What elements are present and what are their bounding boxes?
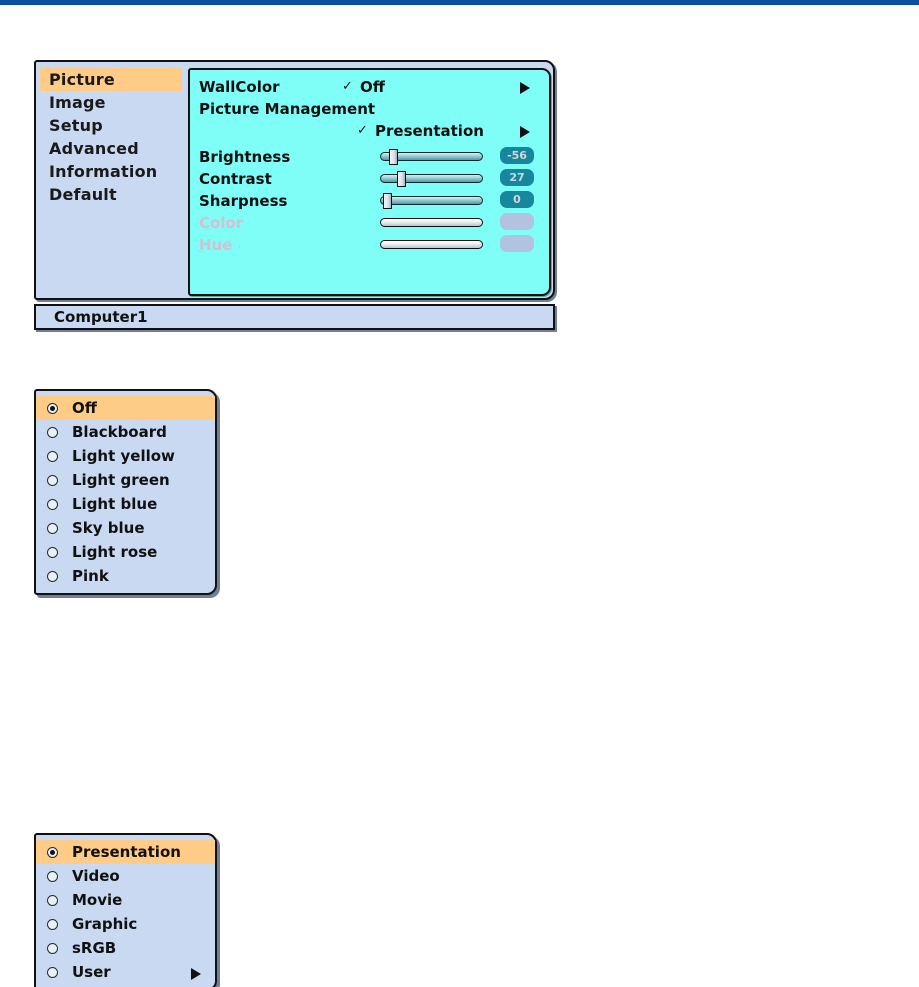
picture-management-option[interactable]: Graphic [36, 912, 215, 936]
submenu-arrow-icon[interactable] [520, 126, 530, 138]
sidebar-item-default[interactable]: Default [40, 183, 182, 206]
wallcolor-option[interactable]: Blackboard [36, 420, 215, 444]
radio-button-icon[interactable] [47, 895, 58, 906]
picture-management-option-label: Presentation [72, 843, 181, 861]
slider-thumb[interactable] [396, 171, 406, 187]
wallcolor-option[interactable]: Off [36, 396, 215, 420]
wallcolor-option-label: Blackboard [72, 423, 167, 441]
osd-row-label: Sharpness [199, 192, 288, 210]
wallcolor-option[interactable]: Light yellow [36, 444, 215, 468]
checkmark-icon: ✓ [342, 79, 353, 94]
radio-button-icon[interactable] [47, 499, 58, 510]
radio-button-icon[interactable] [47, 403, 58, 414]
submenu-arrow-icon[interactable] [191, 968, 201, 980]
picture-management-option-label: Graphic [72, 915, 138, 933]
osd-row-label: Contrast [199, 170, 272, 188]
checkmark-icon: ✓ [357, 123, 368, 138]
wallcolor-option[interactable]: Pink [36, 564, 215, 588]
radio-button-icon[interactable] [47, 451, 58, 462]
picture-management-option[interactable]: Video [36, 864, 215, 888]
slider-value-badge [500, 213, 534, 230]
osd-row-wallcolor[interactable]: WallColor ✓ Off [190, 76, 553, 98]
wallcolor-option-label: Light green [72, 471, 170, 489]
top-blue-rule [0, 0, 919, 5]
radio-button-icon[interactable] [47, 919, 58, 930]
slider-thumb[interactable] [389, 149, 399, 165]
slider-track[interactable] [380, 193, 483, 209]
wallcolor-option-label: Pink [72, 567, 109, 585]
slider-value-badge: 0 [500, 191, 534, 208]
sidebar-item-setup[interactable]: Setup [40, 114, 182, 137]
picture-management-option[interactable]: Movie [36, 888, 215, 912]
picture-management-option-label: Movie [72, 891, 123, 909]
sidebar-item-information[interactable]: Information [40, 160, 182, 183]
sidebar-item-label: Default [49, 185, 117, 204]
osd-row-sharpness[interactable]: Sharpness 0 [190, 190, 553, 212]
picture-management-option-label: Video [72, 867, 120, 885]
osd-row-value: Presentation [375, 122, 484, 140]
picture-management-option[interactable]: User [36, 960, 215, 984]
wallcolor-option-label: Off [72, 399, 97, 417]
osd-row-label: Color [199, 214, 244, 232]
slider-track [380, 218, 483, 227]
sidebar-item-label: Image [49, 93, 106, 112]
osd-row-label: Brightness [199, 148, 291, 166]
slider-track[interactable] [380, 149, 483, 165]
wallcolor-option-label: Light yellow [72, 447, 175, 465]
osd-status-bar: Computer1 [34, 304, 555, 330]
radio-button-icon[interactable] [47, 871, 58, 882]
osd-row-value: Off [360, 78, 385, 96]
slider-thumb[interactable] [382, 193, 392, 209]
sidebar-item-label: Advanced [49, 139, 139, 158]
wallcolor-option-label: Light rose [72, 543, 158, 561]
wallcolor-option[interactable]: Light green [36, 468, 215, 492]
picture-management-option-label: User [72, 963, 111, 981]
wallcolor-option[interactable]: Light rose [36, 540, 215, 564]
sidebar-item-image[interactable]: Image [40, 91, 182, 114]
slider-value-badge [500, 235, 534, 252]
wallcolor-option-label: Sky blue [72, 519, 145, 537]
osd-row-picture-mode[interactable]: ✓ Presentation [190, 120, 553, 142]
slider-track [380, 240, 483, 249]
picture-management-option-label: sRGB [72, 939, 117, 957]
radio-button-icon[interactable] [47, 967, 58, 978]
radio-button-icon[interactable] [47, 547, 58, 558]
radio-button-icon[interactable] [47, 571, 58, 582]
radio-button-icon[interactable] [47, 523, 58, 534]
wallcolor-option[interactable]: Light blue [36, 492, 215, 516]
radio-button-icon[interactable] [47, 943, 58, 954]
wallcolor-option[interactable]: Sky blue [36, 516, 215, 540]
status-source-label: Computer1 [54, 308, 148, 326]
wallcolor-option-label: Light blue [72, 495, 158, 513]
osd-row-label: Hue [199, 236, 233, 254]
osd-row-contrast[interactable]: Contrast 27 [190, 168, 553, 190]
slider-value-badge: -56 [500, 147, 534, 164]
sidebar-item-label: Picture [49, 70, 115, 89]
radio-button-icon[interactable] [47, 475, 58, 486]
sidebar-item-picture[interactable]: Picture [40, 68, 182, 91]
picture-management-option[interactable]: Presentation [36, 840, 215, 864]
radio-button-icon[interactable] [47, 847, 58, 858]
osd-row-color[interactable]: Color [190, 212, 553, 234]
osd-row-label: Picture Management [199, 100, 376, 118]
osd-row-hue[interactable]: Hue [190, 234, 553, 256]
slider-value-badge: 27 [500, 169, 534, 186]
sidebar-item-advanced[interactable]: Advanced [40, 137, 182, 160]
osd-row-label: WallColor [199, 78, 280, 96]
submenu-arrow-icon[interactable] [520, 82, 530, 94]
picture-management-option[interactable]: sRGB [36, 936, 215, 960]
osd-row-picture-management: Picture Management [190, 98, 553, 120]
sidebar-item-label: Information [49, 162, 158, 181]
sidebar-item-label: Setup [49, 116, 103, 135]
osd-row-brightness[interactable]: Brightness -56 [190, 146, 553, 168]
radio-button-icon[interactable] [47, 427, 58, 438]
slider-track[interactable] [380, 171, 483, 187]
